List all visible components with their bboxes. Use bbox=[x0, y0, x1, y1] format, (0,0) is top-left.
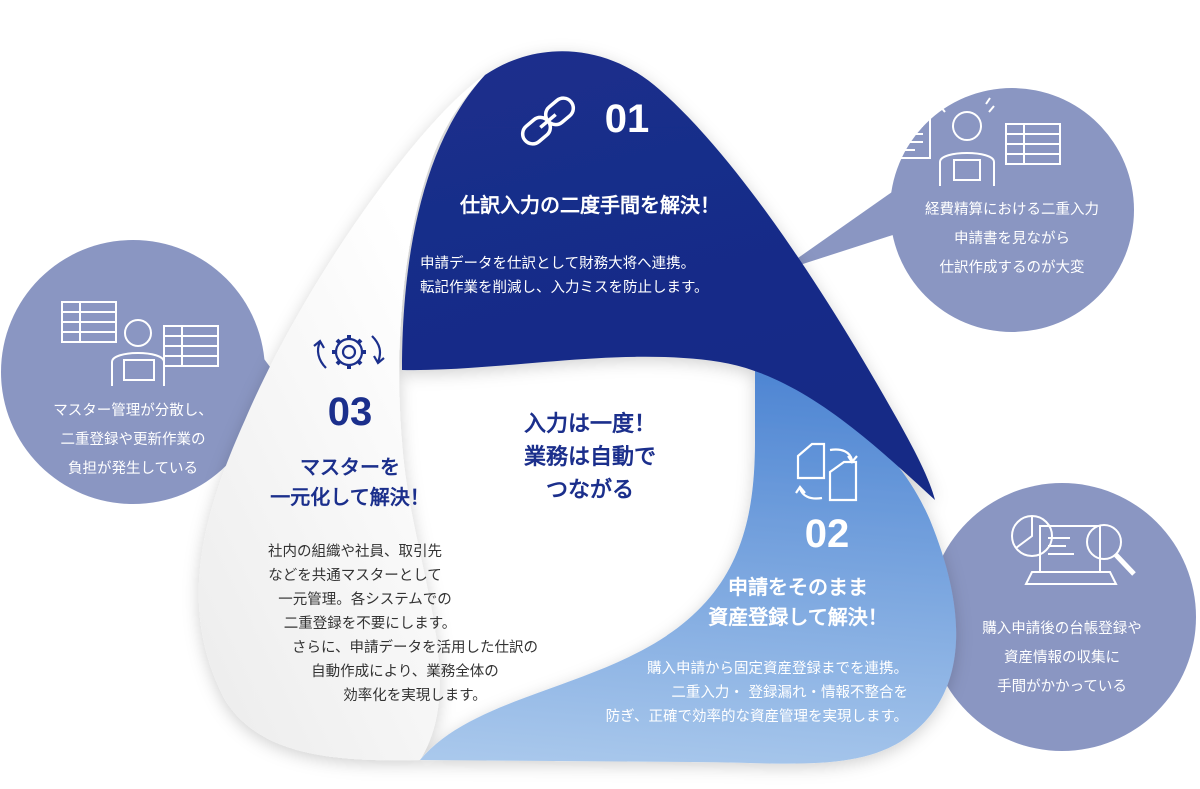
segment-01-heading: 仕訳入力の二度手間を解決！ bbox=[460, 193, 720, 217]
segment-01-body-line: 申請データを仕訳として財務大将へ連携。 bbox=[420, 256, 696, 272]
bubble-line: 申請書を見ながら bbox=[954, 231, 1070, 247]
segment-02-heading: 申請をそのまま 資産登録して解決！ bbox=[668, 572, 928, 632]
bubble-line: 負担が発生している bbox=[67, 461, 199, 477]
worker-spreadsheets-icon bbox=[61, 301, 219, 386]
bubble-top-right-text: 経費精算における二重入力 申請書を見ながら 仕訳作成するのが大変 bbox=[892, 196, 1132, 283]
center-line: 業務は自動で bbox=[523, 445, 656, 470]
segment-01-shape bbox=[402, 51, 935, 501]
segment-02-body-line: 二重入力・ 登録漏れ・情報不整合を bbox=[671, 685, 908, 701]
segment-02-body: 購入申請から固定資産登録までを連携。 二重入力・ 登録漏れ・情報不整合を 防ぎ、… bbox=[548, 657, 908, 729]
segment-03-heading: マスターを 一元化して解決！ bbox=[250, 452, 450, 512]
bubble-left-text: マスター管理が分散し、 二重登録や更新作業の 負担が発生している bbox=[20, 397, 246, 484]
segment-02-shape bbox=[420, 362, 957, 764]
bubble-line: マスター管理が分散し、 bbox=[53, 403, 213, 419]
segment-02-heading-line: 資産登録して解決！ bbox=[708, 605, 888, 629]
segment-03-body-line: 社内の組織や社員、取引先 bbox=[268, 544, 442, 560]
laptop-search-icon bbox=[1011, 515, 1136, 585]
bubble-top-right bbox=[778, 88, 1134, 332]
segment-03-number: 03 bbox=[327, 390, 373, 434]
center-message: 入力は一度！ 業務は自動で つながる bbox=[490, 408, 690, 507]
stressed-worker-icon bbox=[887, 97, 1061, 186]
bubble-line: 資産情報の収集に bbox=[1004, 650, 1120, 666]
bubble-line: 経費精算における二重入力 bbox=[925, 202, 1099, 218]
segment-02-number: 02 bbox=[804, 512, 850, 556]
segment-03-body-line: 二重登録を不要にします。 bbox=[283, 616, 457, 632]
segment-01-body-line: 転記作業を削減し、入力ミスを防止します。 bbox=[420, 280, 709, 296]
segment-03-heading-line: 一元化して解決！ bbox=[270, 485, 430, 509]
center-line: つながる bbox=[545, 478, 634, 503]
segment-03-body-line: などを共通マスターとして bbox=[268, 568, 442, 584]
segment-03-body-line: 一元管理。各システムでの bbox=[278, 592, 452, 608]
center-line: 入力は一度！ bbox=[523, 412, 656, 437]
document-sync-icon bbox=[795, 442, 858, 502]
segment-02-body-line: 購入申請から固定資産登録までを連携。 bbox=[647, 661, 908, 677]
gear-cycle-icon bbox=[313, 335, 385, 369]
chain-link-icon bbox=[520, 96, 576, 146]
bubble-line: 仕訳作成するのが大変 bbox=[939, 260, 1085, 276]
segment-03-heading-line: マスターを bbox=[300, 455, 400, 479]
segment-03-body-line: 効率化を実現します。 bbox=[343, 688, 487, 704]
bubble-bottom-right-text: 購入申請後の台帳登録や 資産情報の収集に 手間がかかっている bbox=[952, 615, 1172, 702]
segment-01-body: 申請データを仕訳として財務大将へ連携。 転記作業を削減し、入力ミスを防止します。 bbox=[420, 252, 780, 300]
segment-03-body-line: 自動作成により、業務全体の bbox=[311, 664, 499, 680]
bubble-line: 購入申請後の台帳登録や bbox=[982, 621, 1142, 637]
segment-02-body-line: 防ぎ、正確で効率的な資産管理を実現します。 bbox=[605, 709, 908, 725]
bubble-line: 手間がかかっている bbox=[997, 679, 1127, 695]
bubble-line: 二重登録や更新作業の bbox=[60, 432, 206, 448]
segment-02-heading-line: 申請をそのまま bbox=[728, 575, 868, 599]
segment-01-number: 01 bbox=[604, 97, 650, 141]
segment-03-body: 社内の組織や社員、取引先 などを共通マスターとして 一元管理。各システムでの 二… bbox=[200, 540, 550, 708]
segment-03-body-line: さらに、申請データを活用した仕訳の bbox=[291, 640, 539, 656]
segment-03-shape bbox=[198, 75, 485, 761]
